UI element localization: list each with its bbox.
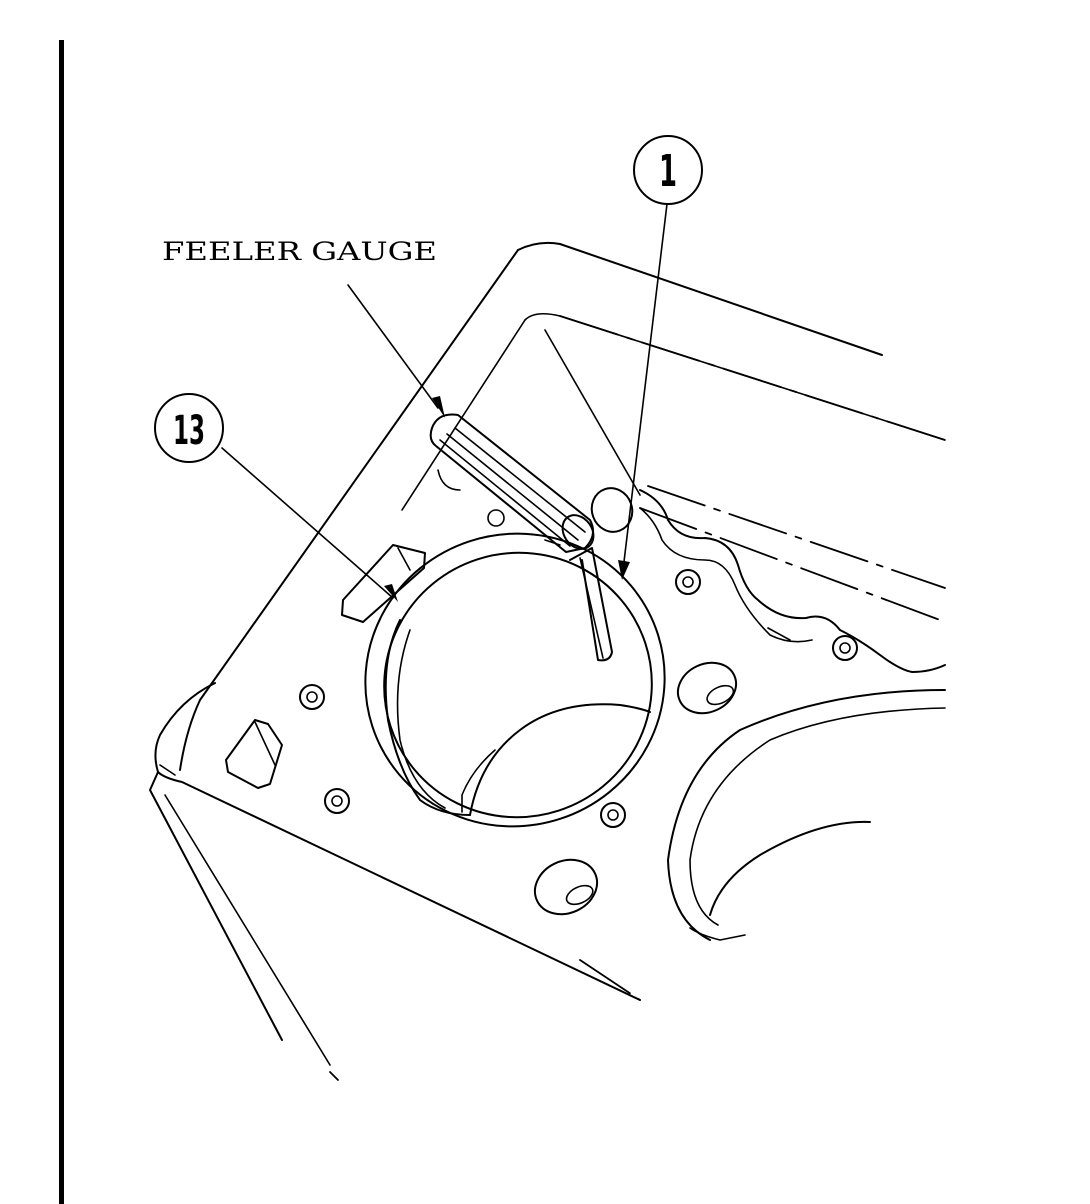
cylinder-bore-right — [667, 689, 946, 941]
gasket-scallop — [639, 489, 946, 673]
callout-1: 1 — [633, 135, 703, 205]
margin-bar — [59, 40, 64, 1204]
bolt-holes — [299, 509, 858, 828]
cylinder-bore — [364, 532, 666, 828]
deck-slots — [225, 544, 426, 789]
callout-13-number: 13 — [173, 408, 205, 454]
engine-block-deck — [149, 241, 946, 1081]
callout-13: 13 — [154, 393, 224, 463]
feeler-gauge-tool — [429, 413, 613, 662]
leader-lines — [221, 203, 668, 602]
feeler-gauge-label: FEELER GAUGE — [162, 237, 437, 266]
callout-1-number: 1 — [659, 146, 677, 197]
